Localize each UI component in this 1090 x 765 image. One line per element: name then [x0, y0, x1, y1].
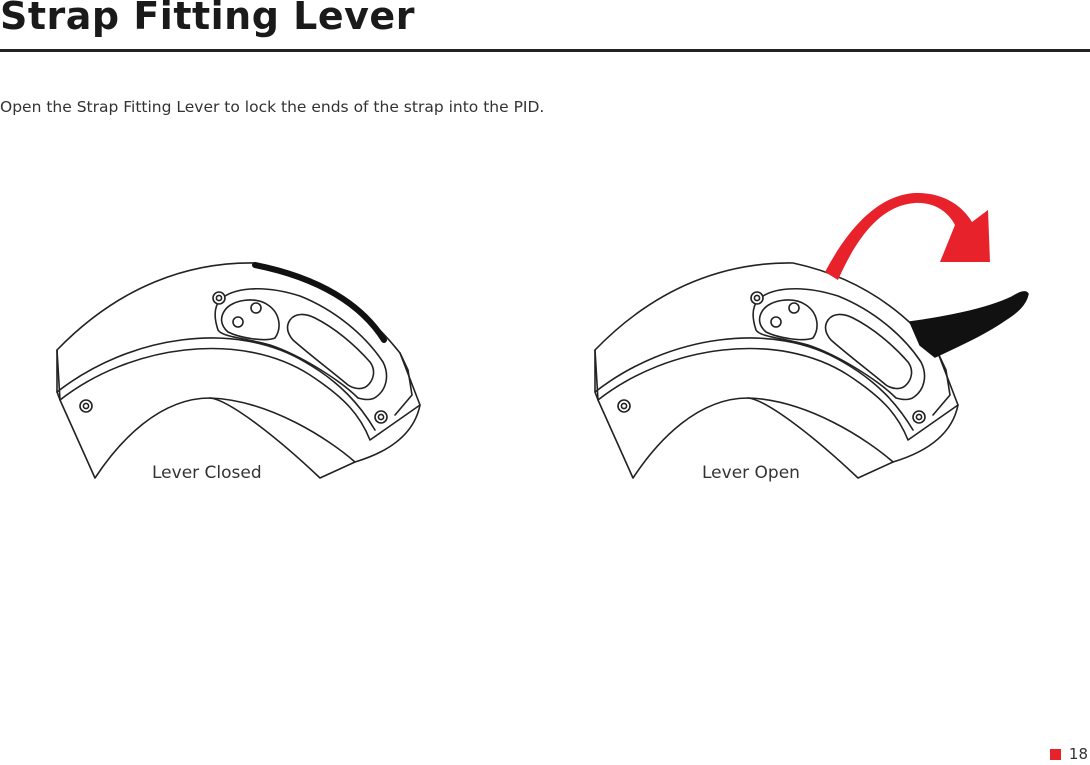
- title-divider: [0, 49, 1090, 52]
- lever-closed-figure: Lever Closed: [56, 262, 421, 483]
- open-lever: [909, 291, 1029, 358]
- lever-open-label: Lever Open: [702, 463, 800, 483]
- lever-open-figure: Lever Open: [594, 192, 1029, 483]
- page-number: 18: [1049, 745, 1088, 763]
- intro-text: Open the Strap Fitting Lever to lock the…: [0, 98, 545, 116]
- closed-lever-edge: [252, 262, 387, 343]
- page-number-text: 18: [1068, 745, 1088, 763]
- page-title: Strap Fitting Lever: [0, 0, 415, 38]
- open-direction-arrow-icon: [825, 192, 990, 280]
- page-marker-icon: [1049, 749, 1061, 760]
- lever-closed-label: Lever Closed: [152, 463, 262, 483]
